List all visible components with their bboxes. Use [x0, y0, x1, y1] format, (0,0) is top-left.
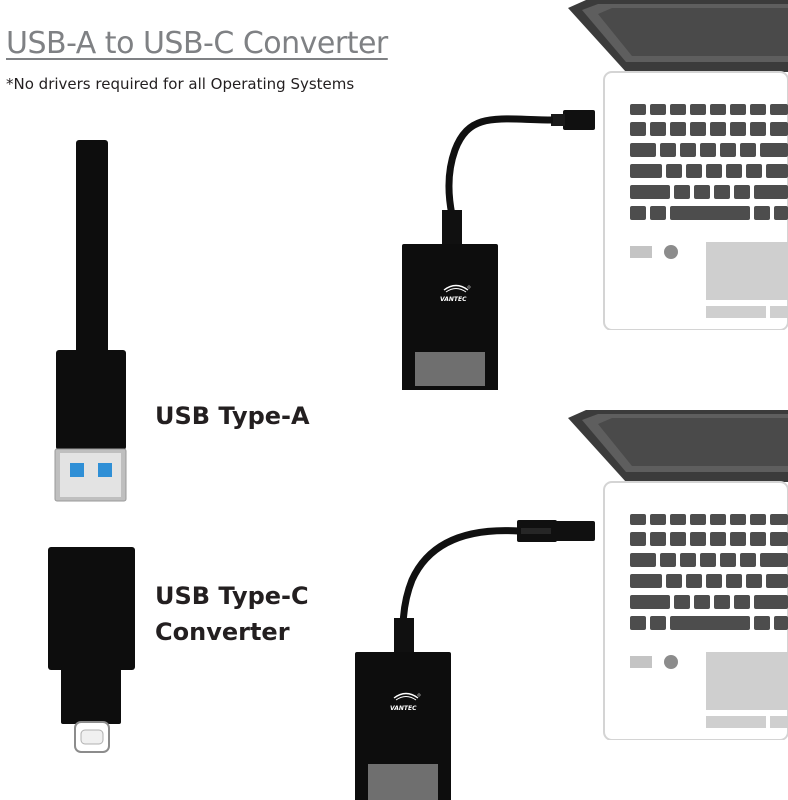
laptop-bottom	[568, 410, 788, 740]
usb-type-c-label-line1: USB Type-C	[155, 582, 309, 610]
usb-type-c-label-line2: Converter	[155, 618, 290, 646]
laptop-top	[568, 0, 788, 330]
brand-logo-text-top: VANTEC	[440, 296, 467, 303]
page-title: USB-A to USB-C Converter	[6, 26, 388, 61]
driver-note: *No drivers required for all Operating S…	[6, 75, 355, 93]
usb-type-c-converter	[48, 547, 135, 753]
adapter-top	[402, 110, 595, 390]
usb-type-a-label: USB Type-A	[155, 402, 310, 430]
adapter-bottom	[355, 520, 595, 800]
usb-type-a-connector	[54, 140, 127, 502]
usb-type-c-converter-label: USB Type-C Converter	[155, 578, 309, 650]
brand-logo-text-bottom: VANTEC	[390, 705, 417, 712]
